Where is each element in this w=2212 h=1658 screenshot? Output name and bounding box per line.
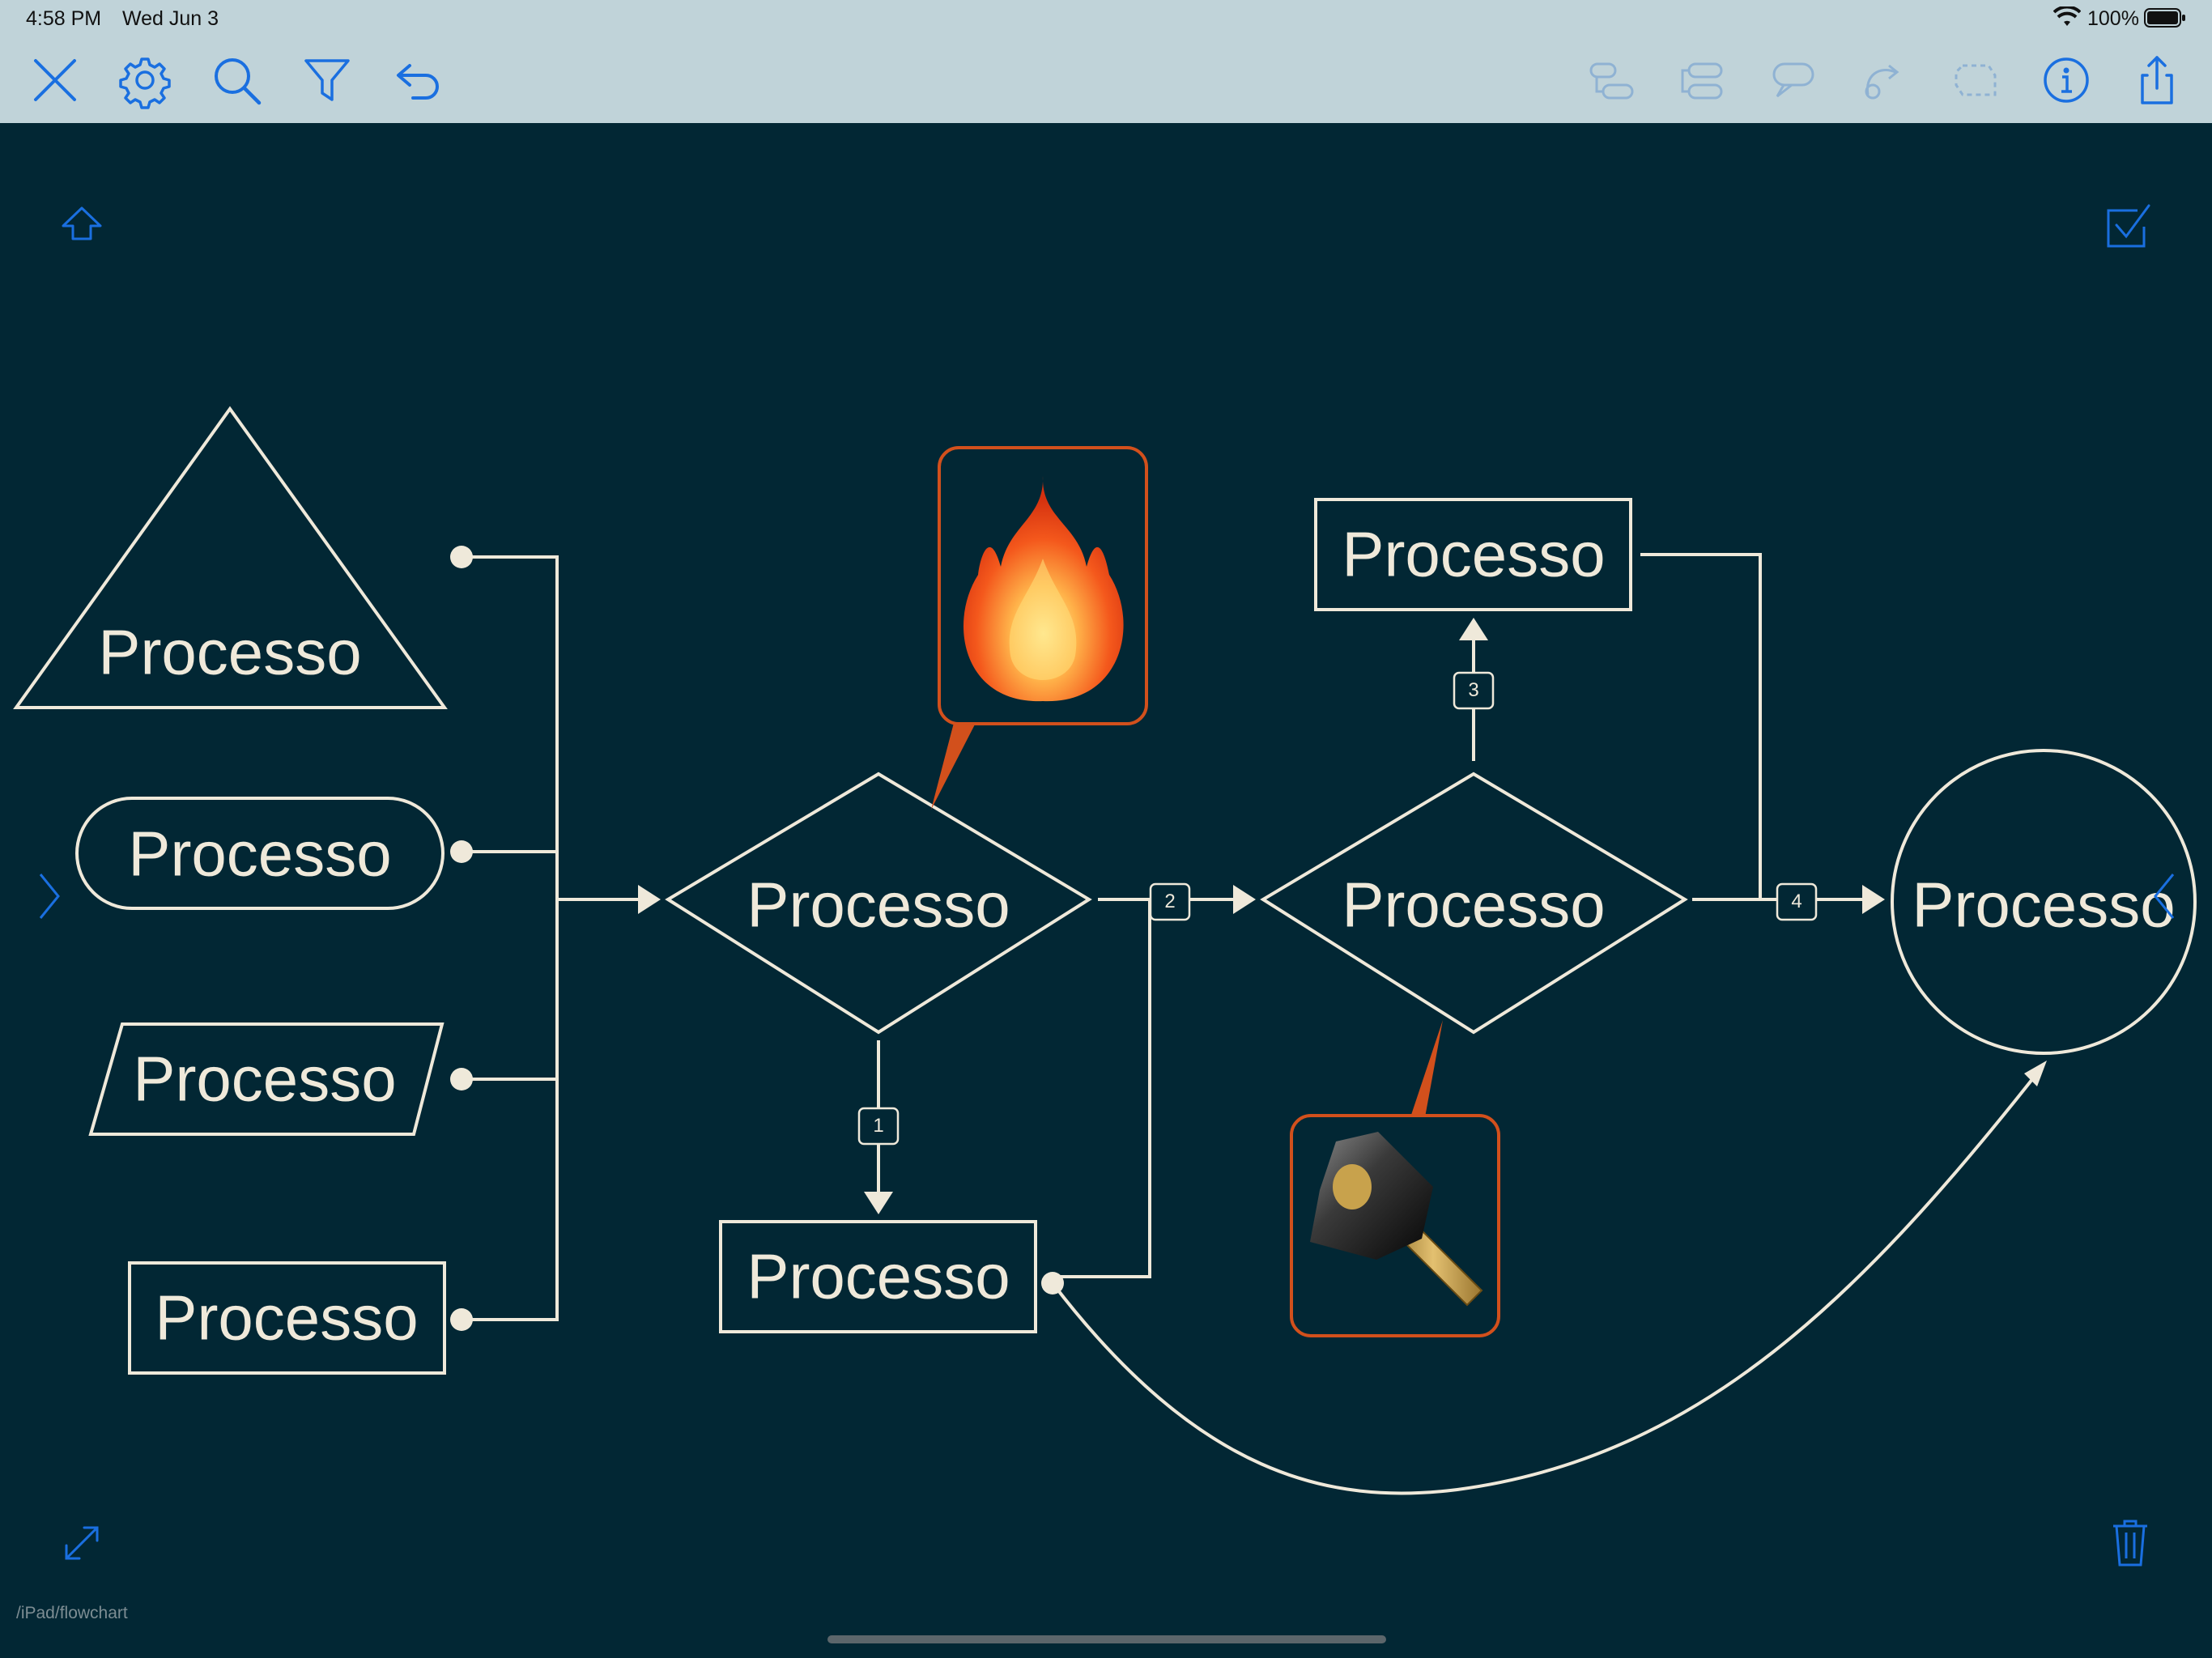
end-circle-node[interactable] [1891, 749, 2197, 1055]
trash-icon [2113, 1520, 2147, 1567]
battery-icon [2144, 8, 2186, 33]
arrowhead [1862, 885, 1885, 914]
connector-dot [1041, 1272, 1064, 1295]
connector-tag-4 [1776, 882, 1818, 921]
arrowhead [638, 885, 661, 914]
relation-icon [1865, 64, 1899, 100]
arrowhead [1233, 885, 1256, 914]
connector-tag-2 [1149, 882, 1191, 921]
add-child-node-icon [1589, 62, 1634, 100]
arrowhead [1459, 618, 1488, 640]
select-button[interactable] [2099, 198, 2155, 254]
parallelogram-node[interactable] [88, 1022, 445, 1136]
box-top-node[interactable] [1314, 498, 1632, 611]
connector-label-2: 2 [1164, 891, 1176, 912]
diagram-canvas[interactable]: Processo Processo Processo Processo Proc… [0, 123, 2212, 1658]
status-bar: 4:58 PM Wed Jun 3 100% [0, 0, 2212, 37]
arrowhead [2024, 1061, 2047, 1086]
filter-icon [304, 59, 350, 101]
box-left-node[interactable] [128, 1261, 446, 1375]
share-icon [2141, 56, 2173, 104]
share-button[interactable] [2125, 48, 2189, 113]
connector-dot [450, 1308, 473, 1331]
add-child-button[interactable] [1579, 48, 1644, 113]
connector-label-3: 3 [1468, 679, 1479, 701]
triangle-node[interactable] [13, 406, 448, 709]
chevron-left-icon [2154, 874, 2175, 919]
decision-2-node[interactable] [1260, 772, 1688, 1035]
connector-tag-1 [857, 1107, 900, 1146]
connector-dot [450, 546, 473, 568]
search-icon [215, 58, 262, 105]
boundary-icon [1955, 64, 1997, 96]
undo-icon [397, 64, 439, 100]
status-date: Wed Jun 3 [122, 7, 219, 30]
expand-icon [65, 1526, 99, 1560]
connector-4 [1640, 553, 1862, 901]
filter-button[interactable] [295, 48, 359, 113]
fire-icon [963, 476, 1124, 702]
open-inspector-button[interactable] [2134, 868, 2191, 925]
checkbox-icon [2107, 204, 2150, 248]
decision-1-node[interactable] [665, 772, 1092, 1035]
home-indicator[interactable] [827, 1635, 1386, 1643]
settings-button[interactable] [113, 48, 177, 113]
arrow-up-icon [62, 206, 102, 240]
status-time: 4:58 PM [26, 7, 102, 30]
open-sidebar-button[interactable] [21, 868, 78, 925]
connector-tag-3 [1453, 671, 1495, 710]
hammer-callout-pointer [1410, 1020, 1443, 1117]
close-button[interactable] [23, 48, 87, 113]
rounded-node[interactable] [75, 797, 445, 910]
info-icon [2044, 57, 2089, 103]
connector-merge [462, 555, 646, 1321]
go-up-button[interactable] [53, 198, 110, 255]
toolbar [0, 37, 2212, 123]
document-path: /iPad/flowchart [16, 1604, 128, 1622]
add-sibling-node-icon [1681, 62, 1723, 100]
connector-dot [450, 840, 473, 863]
arrowhead [864, 1192, 893, 1214]
connector-label-1: 1 [873, 1115, 884, 1137]
box-bottom-node[interactable] [719, 1220, 1037, 1333]
hammer-icon [1310, 1132, 1483, 1307]
add-sibling-button[interactable] [1670, 48, 1734, 113]
relation-button[interactable] [1852, 48, 1916, 113]
gear-icon [119, 57, 171, 109]
expand-button[interactable] [53, 1515, 110, 1571]
callout-button[interactable] [1761, 48, 1826, 113]
fire-callout-pointer [931, 723, 976, 810]
curved-connector [1051, 1065, 2044, 1495]
delete-button[interactable] [2102, 1513, 2159, 1570]
undo-button[interactable] [385, 48, 450, 113]
battery-percentage: 100% [2087, 7, 2139, 30]
close-icon [34, 59, 76, 101]
chevron-right-icon [39, 874, 60, 919]
info-button[interactable] [2034, 48, 2099, 113]
search-button[interactable] [204, 48, 269, 113]
wifi-icon [2052, 5, 2082, 33]
connector-2 [1053, 898, 1240, 1278]
connector-label-4: 4 [1791, 891, 1802, 912]
flowchart [13, 406, 2197, 1495]
connector-dot [450, 1068, 473, 1090]
callout-icon [1772, 62, 1814, 98]
boundary-button[interactable] [1943, 48, 2008, 113]
